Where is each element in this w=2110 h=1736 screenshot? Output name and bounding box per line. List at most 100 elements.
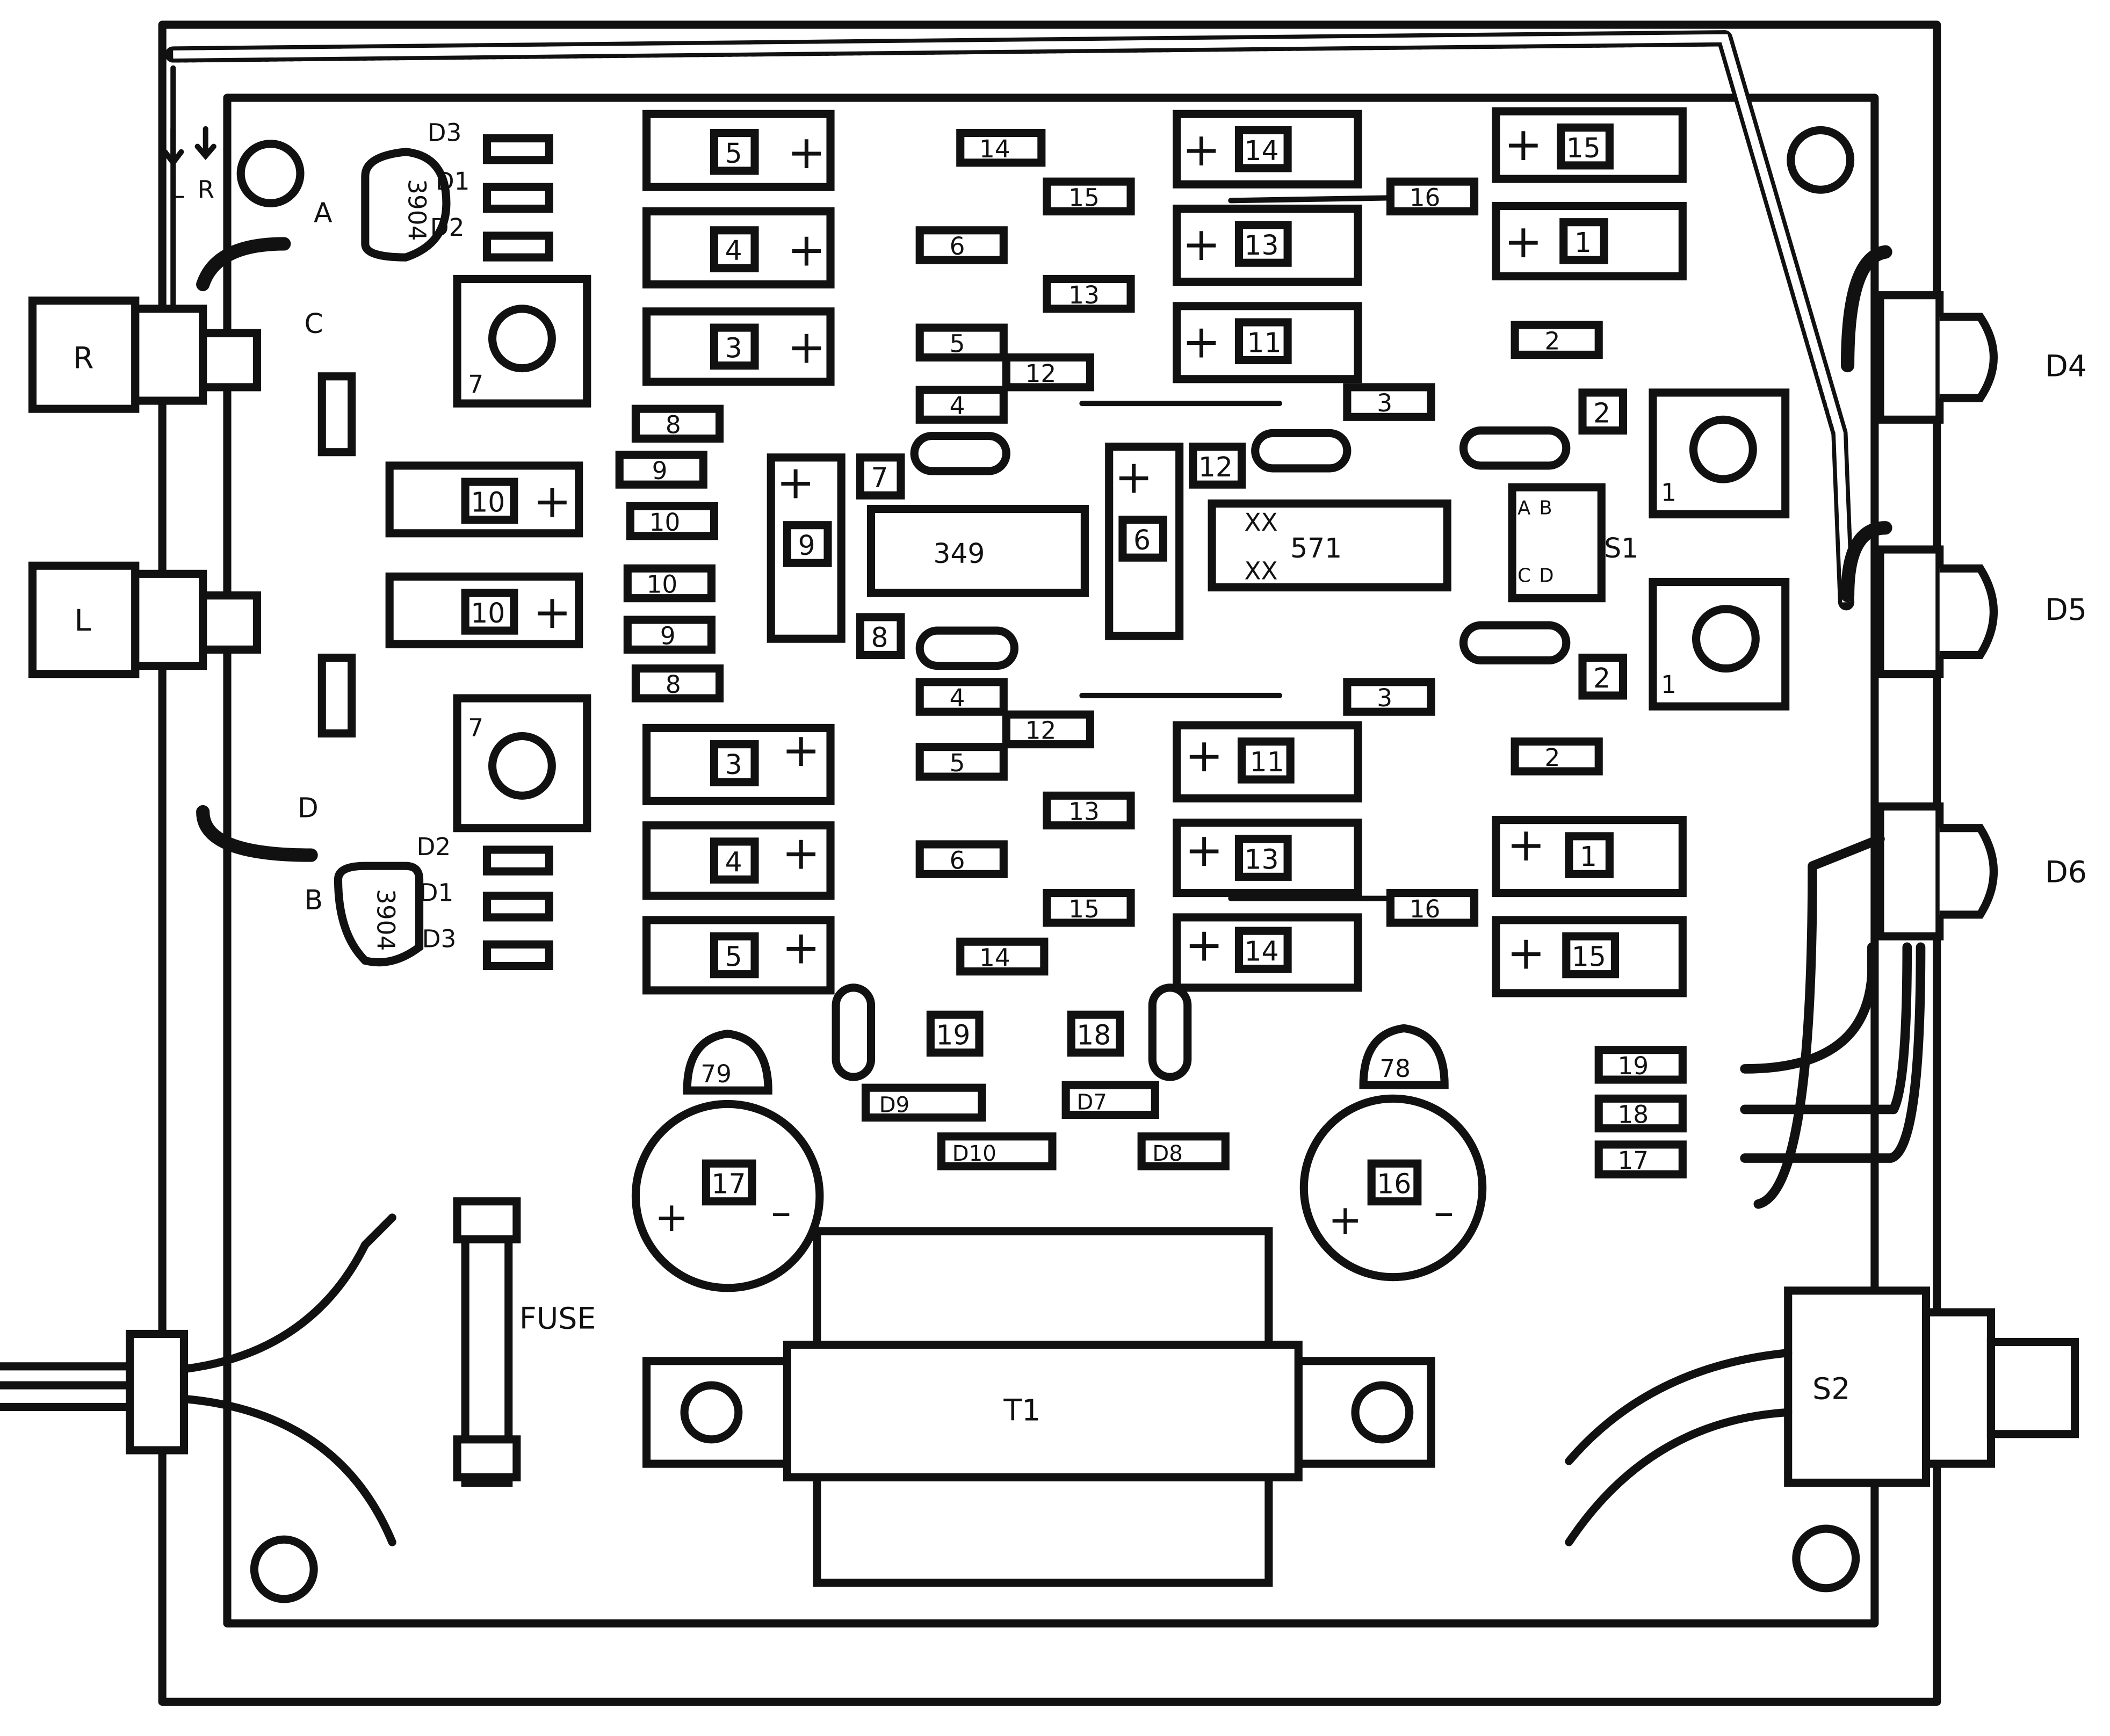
trimpot-1-top-label: 1 [1661,478,1677,507]
diode-D9: D9 [879,1093,910,1117]
led-D4 [1876,291,1998,424]
jack-L-label: L [74,604,91,638]
jack-L[interactable]: L [28,561,261,678]
resistor-8-a: 8 [666,410,681,439]
resistor-12-bot: 12 [1025,717,1057,745]
plus-mark: + [1182,315,1221,368]
plus-mark: + [1185,918,1224,972]
dip-switch-S1[interactable]: A B C D [1508,483,1606,603]
cord-wires [179,1213,396,1546]
wire-B [196,805,318,862]
transformer-T1-label: T1 [1003,1394,1040,1428]
pad-label-12: 12 [1198,451,1233,483]
cap-3-top: 3 [725,332,742,364]
resistor-4-bot: 4 [950,684,965,712]
pad-oval-19 [832,983,876,1081]
resistor-10-b: 10 [647,570,678,599]
resistor-13-top: 13 [1068,281,1100,309]
resistor-16-top: 16 [1410,183,1441,212]
resistor-17: 17 [1617,1146,1649,1175]
resistor-5-top: 5 [950,329,965,358]
diode-label-D2-top: D2 [430,213,465,242]
trimpot-1-bot-label: 1 [1661,670,1677,699]
pad-oval-18 [1148,983,1192,1081]
regulator-79 [683,1029,772,1095]
plus-mark: + [533,586,572,639]
plus-mark: + [787,126,826,179]
point-B: B [305,884,323,916]
transistor-3904-top-label: 3904 [402,179,431,241]
cap-13-top: 13 [1245,229,1279,261]
pad-oval-8 [915,626,1019,670]
trimpot-7-top-label: 7 [468,370,483,399]
plus-mark: + [1507,927,1545,980]
resistor-9-b: 9 [660,621,676,650]
resistor-15-top: 15 [1068,183,1100,212]
transformer-T1: T1 [642,1227,1435,1587]
trimpot-1-top[interactable]: 1 [1649,388,1790,519]
cap-15-bot: 15 [1572,941,1606,973]
screw-top-left [236,140,305,207]
point-D: D [298,792,319,824]
jack-R-label: R [73,342,93,376]
cap-11-top: 11 [1247,327,1282,358]
plus-mark: + [782,827,820,880]
cap-14-bot: 14 [1245,935,1279,967]
cap-13-bot: 13 [1245,843,1279,875]
resistor-5-bot: 5 [950,749,965,777]
led-D4-label: D4 [2045,350,2087,384]
ic-349-label: 349 [933,538,985,569]
resistor-3-top: 3 [1377,389,1392,417]
pad-label-2-top: 2 [1593,397,1610,429]
resistor-8-b: 8 [666,670,681,699]
filter-cap-16: 16 + – [1299,1094,1487,1282]
regulator-78-label: 78 [1379,1054,1411,1083]
cord-grommet [126,1329,188,1455]
regulator-79-label: 79 [700,1060,732,1088]
output-wiring [1740,834,1926,1209]
lead-label-R: R [198,175,214,204]
fuse-holder [453,1197,521,1487]
pad-label-18: 18 [1076,1019,1111,1051]
polarity-marks: + + + + + + + + + + + + + + + + + + + + [533,118,1545,980]
cap-10-b: 10 [471,597,505,629]
led-D5 [1876,545,1998,678]
transistor-3904-bot-label: 3904 [372,889,400,951]
resistor-19: 19 [1617,1052,1649,1080]
pad-label-8: 8 [871,621,888,653]
plus-mark: + [1504,215,1543,269]
trimpot-1-bot[interactable]: 1 [1649,577,1790,711]
pad-label-2-bot: 2 [1593,662,1610,694]
trimpot-7-bot[interactable]: 7 [453,694,591,833]
cap-4-bot: 4 [725,846,742,878]
plus-mark: + [787,321,826,374]
jack-R[interactable]: R [28,296,261,413]
switch-letter-A: A [1518,497,1530,519]
pcb-board [223,93,1879,1628]
trimpot-7-top[interactable]: 7 [453,274,591,408]
diode-D8: D8 [1152,1141,1183,1166]
resistor-3-bot: 3 [1377,684,1392,712]
switch-S1-label: S1 [1604,532,1638,564]
screw-bottom-right [1792,1524,1860,1593]
plus-mark: + [1507,819,1545,872]
diode-D10: D10 [952,1141,996,1166]
plus-mark: + [787,223,826,277]
power-switch-S2[interactable]: S2 [1784,1286,2079,1487]
pad-oval-12 [1251,429,1352,473]
resistor-vertical-top [317,372,356,457]
power-cord [0,1362,134,1411]
resistor-10-a: 10 [649,508,681,537]
plus-mark: + [782,922,820,975]
jumper-wires [1079,195,1393,901]
switch-letter-D: D [1539,565,1553,587]
resistor-2-bot: 2 [1544,743,1560,772]
cap-5-bot: 5 [725,941,742,973]
resistor-6-bot: 6 [950,846,965,874]
resistor-14-bot: 14 [979,944,1010,972]
resistor-vertical-bot [317,653,356,738]
wire-A [196,237,291,292]
filter-cap-16-plus: + [1328,1196,1362,1243]
diode-row-top [482,134,553,971]
filter-cap-17-label: 17 [711,1168,746,1200]
